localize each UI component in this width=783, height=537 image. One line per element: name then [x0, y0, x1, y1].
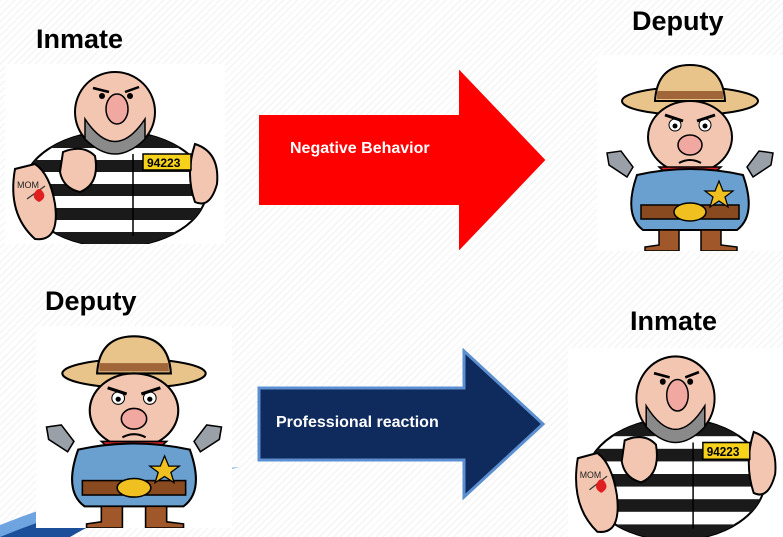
inmate-illustration-top: MOM 94223 [5, 64, 225, 244]
tattoo-text: MOM [17, 180, 39, 190]
bottom-right-label: Inmate [630, 306, 718, 336]
deputy-illustration-bottom [36, 326, 232, 528]
deputy-illustration-top [597, 55, 783, 251]
top-left-label: Inmate [36, 24, 124, 54]
negative-behavior-text: Negative Behavior [290, 140, 430, 157]
professional-reaction-text: Professional reaction [276, 414, 439, 431]
negative-arrow-shape [259, 70, 546, 250]
inmate-tag-number: 94223 [707, 445, 740, 459]
negative-behavior-arrow: Negative Behavior [258, 70, 546, 250]
top-right-label: Deputy [632, 6, 724, 36]
tattoo-text: MOM [580, 470, 601, 480]
bottom-left-label: Deputy [45, 286, 137, 316]
professional-arrow-shape [257, 348, 546, 500]
inmate-illustration-bottom: MOM 94223 [568, 348, 783, 537]
professional-reaction-arrow: Professional reaction [256, 348, 546, 500]
inmate-tag-number: 94223 [147, 156, 181, 170]
